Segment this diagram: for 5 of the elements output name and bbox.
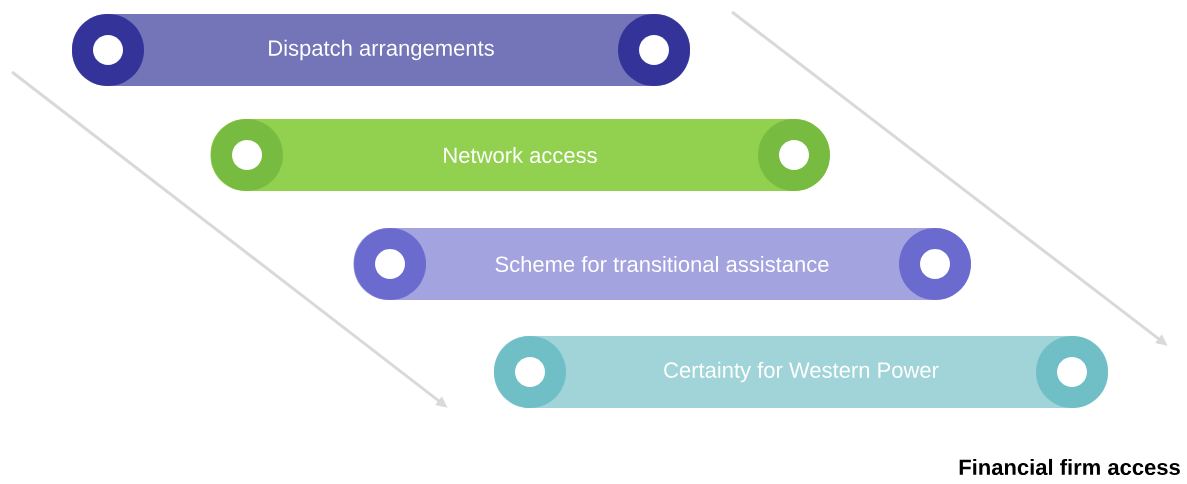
caption-label: Financial firm access bbox=[959, 458, 1180, 476]
pill-bar: Network access bbox=[210, 119, 830, 191]
pill-bar: Scheme for transitional assistance bbox=[353, 228, 971, 300]
pill-bar: Certainty for Western Power bbox=[494, 336, 1108, 408]
pill-bar: Dispatch arrangements bbox=[72, 14, 690, 86]
